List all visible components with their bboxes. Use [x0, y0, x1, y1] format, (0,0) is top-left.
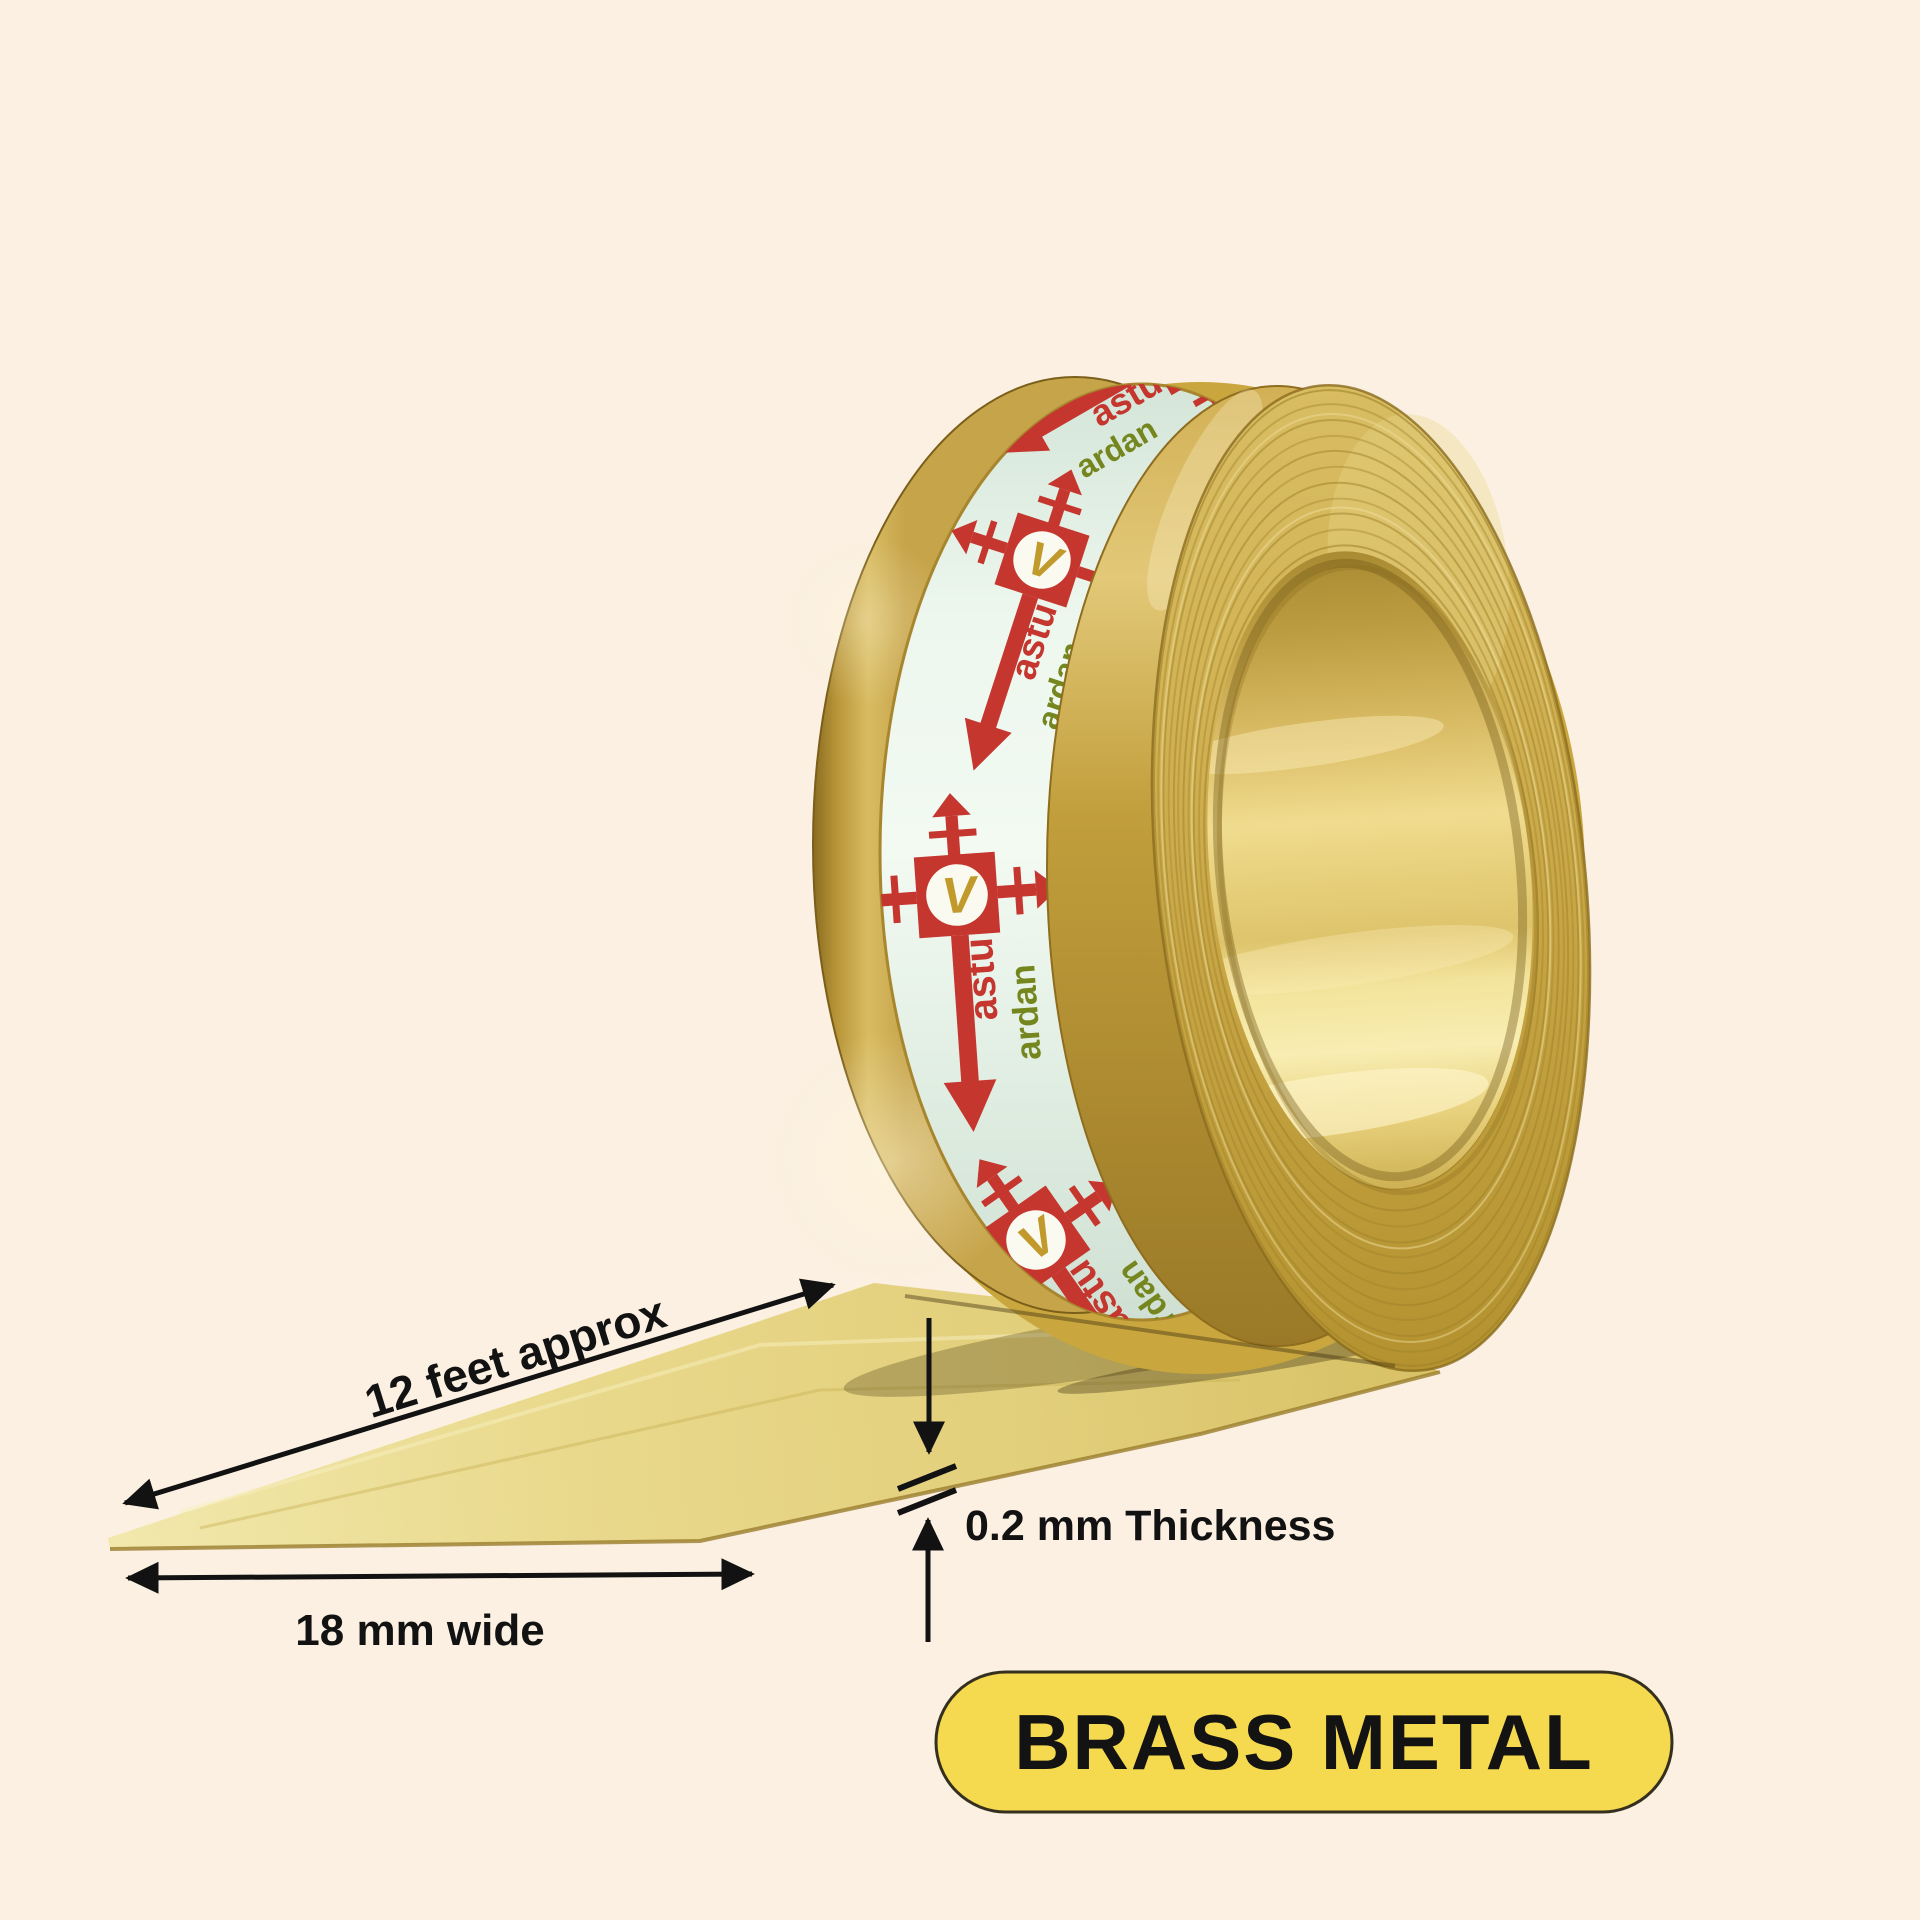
material-badge: BRASS METAL	[934, 1670, 1674, 1814]
width-label: 18 mm wide	[295, 1606, 544, 1655]
dimension-annotations	[122, 1278, 958, 1642]
roll-hole	[1177, 551, 1540, 1196]
thickness-tick-lower	[896, 1487, 958, 1516]
thickness-label: 0.2 mm Thickness	[965, 1502, 1335, 1550]
roll-strip-contact-shadow	[904, 1294, 1396, 1368]
strip-thickness-edge	[109, 1370, 1441, 1551]
thickness-tick-upper	[896, 1463, 958, 1492]
tape-roll	[765, 376, 1592, 1374]
length-arrow	[122, 1278, 836, 1510]
badge-pill	[934, 1670, 1674, 1814]
width-arrow	[125, 1558, 755, 1594]
badge-label: BRASS METAL	[1014, 1698, 1594, 1786]
